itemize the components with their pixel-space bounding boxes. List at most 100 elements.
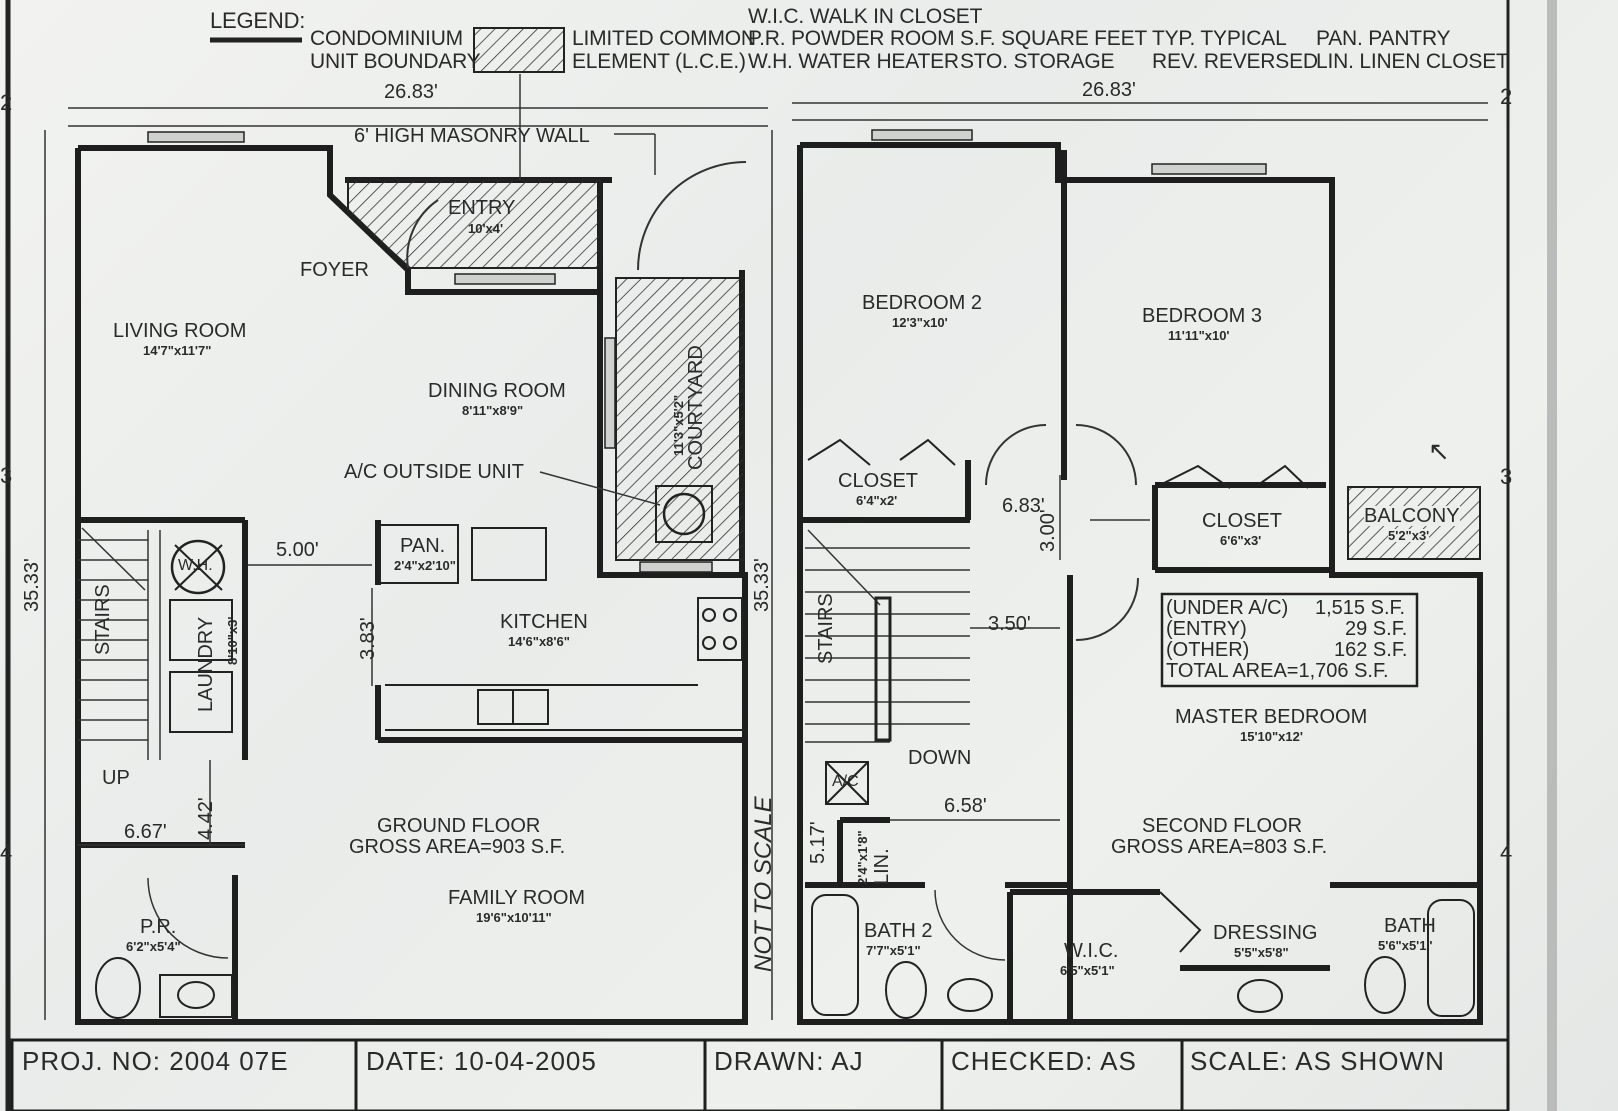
family-room-size: 19'6"x10'11" [476, 910, 552, 925]
area-table-box [1160, 592, 1419, 688]
dim-5-17: 5.17' [807, 821, 829, 864]
master-bath-toilet [1364, 956, 1406, 1014]
stairs-up-label: UP [102, 767, 130, 789]
second-floor-walls [797, 142, 1483, 1025]
area-row-entry-label: (ENTRY) [1166, 618, 1247, 640]
stairs-down-label: DOWN [908, 747, 972, 769]
area-row-entry-value: 29 S.F. [1345, 618, 1408, 640]
water-heater-label: W.H. [178, 557, 213, 574]
second-floor-area: GROSS AREA=803 S.F. [1111, 836, 1328, 858]
grid-row-2-left: 2 [0, 90, 13, 115]
master-bath-size: 5'6"x5'1" [1378, 938, 1433, 953]
drawn-by: DRAWN: AJ [714, 1046, 864, 1076]
second-stairs [805, 529, 970, 743]
kitchen-size: 14'6"x8'6" [508, 634, 570, 649]
second-stairs-label: STAIRS [815, 593, 837, 664]
ground-floor-area: GROSS AREA=903 S.F. [349, 836, 566, 858]
bedroom-2-label: BEDROOM 2 [862, 292, 983, 314]
washer [169, 599, 233, 661]
drawing-scale: SCALE: AS SHOWN [1190, 1046, 1445, 1076]
closet-1-size: 6'4"x2' [856, 493, 898, 508]
laundry-label: LAUNDRY [195, 616, 217, 712]
legend-abbr-wic: W.I.C. WALK IN CLOSET [748, 5, 983, 28]
total-area: TOTAL AREA=1,706 S.F. [1166, 660, 1389, 682]
ac-closet-label: A/C [832, 773, 859, 790]
courtyard-size: 11'3"x5'2" [671, 394, 686, 456]
wic-label: W.I.C. [1064, 940, 1119, 962]
linen-closet-size: 2'4"x1'8" [855, 830, 870, 885]
legend-boundary-label-1: CONDOMINIUM [310, 27, 463, 50]
entry-lce-area [347, 179, 601, 269]
dim-4-42: 4.42' [195, 797, 217, 840]
legend-abbr-typ: TYP. TYPICAL [1152, 27, 1287, 50]
closet-2-size: 6'6"x3' [1220, 533, 1262, 548]
dim-3-00: 3.00' [1037, 509, 1059, 552]
living-room-label: LIVING ROOM [113, 320, 247, 342]
dim-6-83: 6.83' [1002, 495, 1045, 517]
dim-3-83: 3.83' [357, 617, 379, 660]
legend-lce-swatch [473, 27, 565, 73]
dressing-size: 5'5"x5'8" [1234, 945, 1289, 960]
bath2-tub [811, 894, 859, 1016]
legend-abbr-sto: STO. STORAGE [960, 50, 1115, 73]
area-row-other-value: 162 S.F. [1334, 639, 1408, 661]
courtyard-lce-area [615, 277, 745, 561]
foyer-label: FOYER [300, 259, 369, 281]
pantry-size: 2'4"x2'10" [394, 558, 456, 573]
bedroom-2-size: 12'3"x10' [892, 315, 948, 330]
ground-windows [147, 131, 713, 573]
refrigerator [471, 527, 547, 581]
laundry-size: 8'10"x3' [225, 616, 240, 666]
dim-3-50: 3.50' [988, 613, 1031, 635]
master-bath-tub [1427, 899, 1475, 1017]
courtyard-label: COURTYARD [685, 345, 707, 470]
bedroom-3-label: BEDROOM 3 [1142, 305, 1263, 327]
title-block-frame [10, 1038, 1510, 1111]
project-number: PROJ. NO: 2004 07E [22, 1046, 289, 1076]
legend-boundary-label-2: UNIT BOUNDARY [310, 50, 481, 73]
legend-abbr-rev: REV. REVERSED [1152, 50, 1318, 73]
bed2-door-swing [985, 424, 1047, 486]
range [697, 597, 743, 661]
stair-rail [874, 596, 892, 742]
master-door-swing [1075, 577, 1139, 641]
master-bedroom-size: 15'10"x12' [1240, 729, 1303, 744]
entry-size: 10'x4' [468, 221, 504, 236]
entry-door-swing [406, 199, 439, 269]
second-windows [871, 129, 1267, 175]
ground-floor-name: GROUND FLOOR [377, 815, 541, 837]
grid-row-4-right: 4 [1500, 840, 1513, 865]
wic-size: 6'5"x5'1" [1060, 963, 1115, 978]
bath-2-label: BATH 2 [864, 920, 933, 942]
dim-5-00: 5.00' [276, 539, 319, 561]
dim-6-67: 6.67' [124, 821, 167, 843]
entry-label: ENTRY [448, 197, 516, 219]
ground-width-dim: 26.83' [384, 81, 438, 103]
bed3-door-swing [1075, 424, 1137, 486]
drawing-date: DATE: 10-04-2005 [366, 1046, 597, 1076]
checked-by: CHECKED: AS [951, 1046, 1137, 1076]
powder-room-size: 6'2"x5'4" [126, 939, 181, 954]
masonry-wall-note: 6' HIGH MASONRY WALL [354, 125, 590, 147]
living-room-size: 14'7"x11'7" [143, 343, 212, 358]
second-width-dim: 26.83' [1082, 79, 1136, 101]
pantry-label: PAN. [400, 535, 446, 557]
bath2-sink [947, 978, 993, 1012]
grid-row-4-left: 4 [0, 840, 13, 865]
pantry [379, 524, 459, 584]
dining-room-size: 8'11"x8'9" [462, 403, 524, 418]
pr-toilet [95, 957, 141, 1019]
ac-outside-unit-note: A/C OUTSIDE UNIT [344, 461, 525, 483]
second-floor-name: SECOND FLOOR [1142, 815, 1303, 837]
dim-6-58: 6.58' [944, 795, 987, 817]
mouse-cursor-icon: ↖ [1428, 436, 1450, 466]
closet-2-label: CLOSET [1202, 510, 1283, 532]
legend-abbr-pr: P.R. POWDER ROOM [748, 27, 955, 50]
closet-1-label: CLOSET [838, 470, 919, 492]
legend-lce-label-1: LIMITED COMMON [572, 27, 756, 50]
ac-outside-unit [655, 485, 713, 543]
master-bath-label: BATH [1384, 915, 1436, 937]
bedroom-3-size: 11'11"x10' [1168, 328, 1230, 343]
